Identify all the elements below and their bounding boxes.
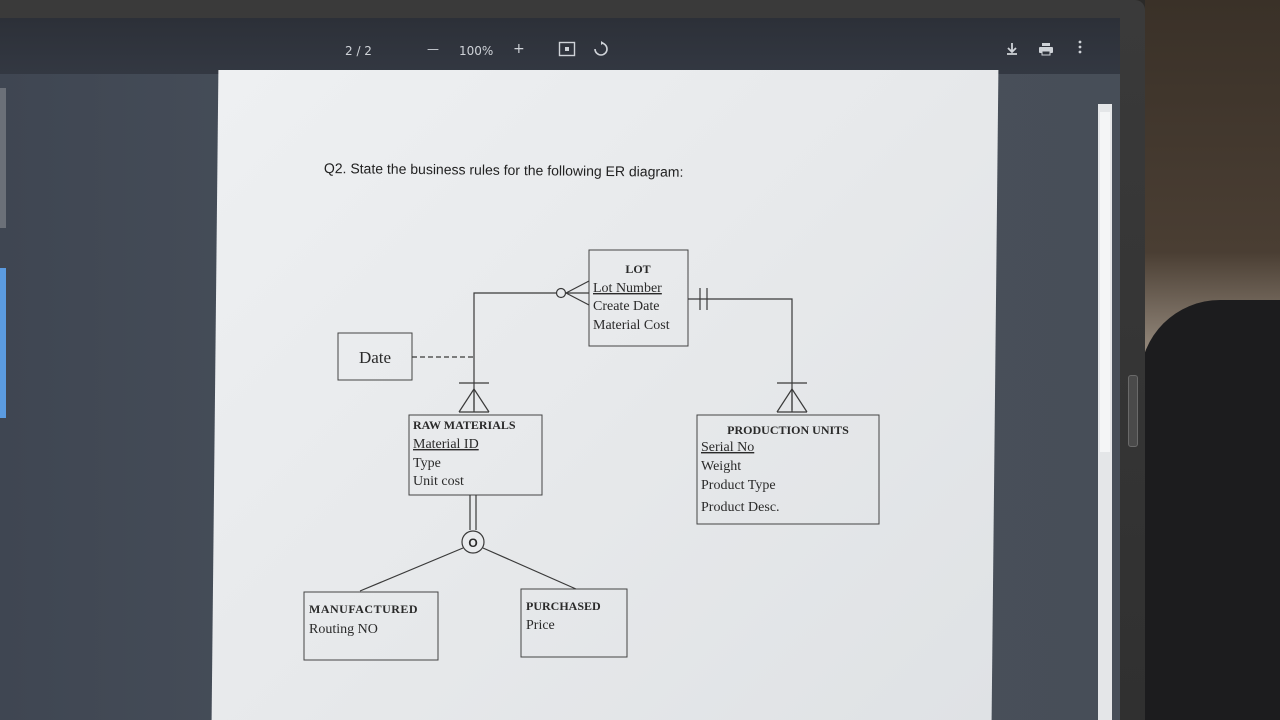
relationship-lot-raw-materials xyxy=(458,280,590,413)
zoom-in-button[interactable]: + xyxy=(513,41,525,57)
download-icon[interactable] xyxy=(1005,42,1019,59)
zoom-level[interactable]: 100% xyxy=(459,44,494,58)
entity-production-units-attr-2: Weight xyxy=(701,459,741,474)
more-icon[interactable] xyxy=(1078,40,1082,58)
entity-production-units-attr-1: Serial No xyxy=(701,440,754,455)
entity-lot-attr-1: Lot Number xyxy=(593,281,662,296)
entity-lot-box xyxy=(588,249,689,347)
zoom-out-button[interactable]: — xyxy=(427,42,439,56)
entity-production-units-attr-4: Product Desc. xyxy=(701,500,780,515)
entity-lot-title: LOT xyxy=(625,262,650,276)
entity-purchased-attr-1: Price xyxy=(526,618,555,633)
entity-manufactured: MANUFACTURED Routing NO xyxy=(303,591,439,661)
entity-production-units: PRODUCTION UNITS Serial No Weight Produc… xyxy=(696,414,880,525)
entity-lot-attr-2: Create Date xyxy=(593,299,659,314)
entity-manufactured-attr-1: Routing NO xyxy=(309,622,378,637)
entity-raw-materials-title: RAW MATERIALS xyxy=(413,418,516,432)
entity-lot: LOT Lot Number Create Date Material Cost xyxy=(588,249,689,347)
entity-date: Date xyxy=(337,332,413,381)
pdf-toolbar: 2 / 2 — 100% + xyxy=(0,18,1120,74)
entity-raw-materials-attr-2: Type xyxy=(413,456,441,471)
thumbnail-strip[interactable] xyxy=(0,88,6,228)
chair-silhouette xyxy=(1140,300,1280,720)
scrollbar-thumb[interactable] xyxy=(1100,112,1110,452)
entity-manufactured-box xyxy=(303,591,439,661)
thumbnail-strip-active[interactable] xyxy=(0,268,6,418)
subtype-circle xyxy=(461,530,485,554)
entity-purchased: PURCHASED Price xyxy=(520,588,628,658)
entity-production-units-box xyxy=(696,414,880,525)
entity-raw-materials: RAW MATERIALS Material ID Type Unit cost xyxy=(408,414,543,496)
scrollbar[interactable] xyxy=(1098,104,1112,720)
entity-production-units-attr-3: Product Type xyxy=(701,478,776,493)
entity-production-units-title: PRODUCTION UNITS xyxy=(727,423,849,437)
entity-raw-materials-attr-1: Material ID xyxy=(413,437,479,452)
entity-manufactured-title: MANUFACTURED xyxy=(309,602,418,616)
subtype-symbol: O xyxy=(468,536,477,550)
entity-lot-attr-3: Material Cost xyxy=(593,318,670,333)
print-icon[interactable] xyxy=(1038,42,1054,59)
relationship-lot-production-units xyxy=(688,288,808,413)
entity-purchased-box xyxy=(520,588,628,658)
entity-raw-materials-attr-3: Unit cost xyxy=(413,474,464,489)
laptop-hinge xyxy=(1128,375,1138,447)
rotate-icon[interactable] xyxy=(592,40,610,61)
fit-page-icon[interactable] xyxy=(558,41,576,60)
subtype-hierarchy: O xyxy=(359,495,577,592)
entity-purchased-title: PURCHASED xyxy=(526,599,601,613)
page-indicator[interactable]: 2 / 2 xyxy=(345,44,372,58)
entity-date-title: Date xyxy=(359,348,391,367)
